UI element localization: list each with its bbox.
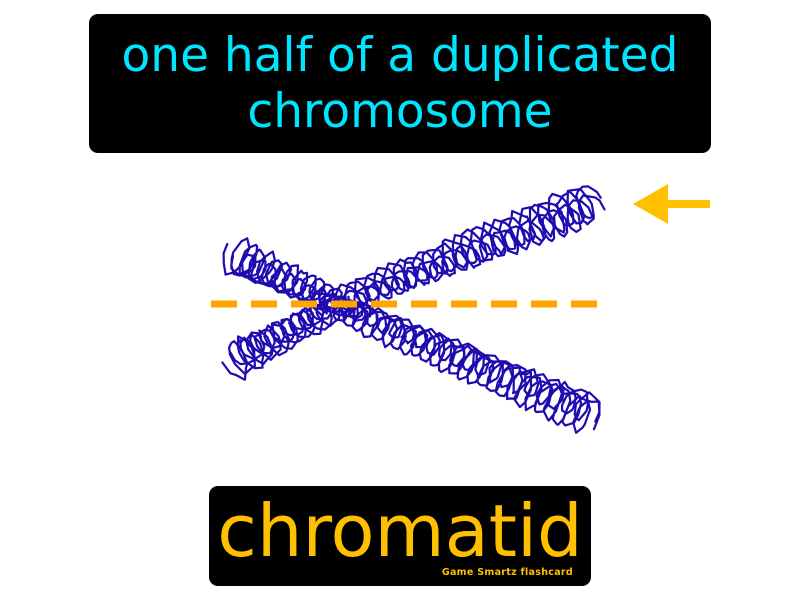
chromosome-drawing: [221, 185, 606, 434]
definition-line-1: one half of a duplicated: [121, 27, 679, 83]
term-box: chromatid Game Smartz flashcard: [209, 486, 591, 586]
brand-label: Game Smartz flashcard: [441, 567, 573, 578]
definition-line-2: chromosome: [247, 83, 553, 139]
definition-box: one half of a duplicated chromosome: [89, 14, 711, 153]
term-word: chromatid: [217, 489, 583, 573]
arrow-left-icon: [633, 184, 710, 224]
